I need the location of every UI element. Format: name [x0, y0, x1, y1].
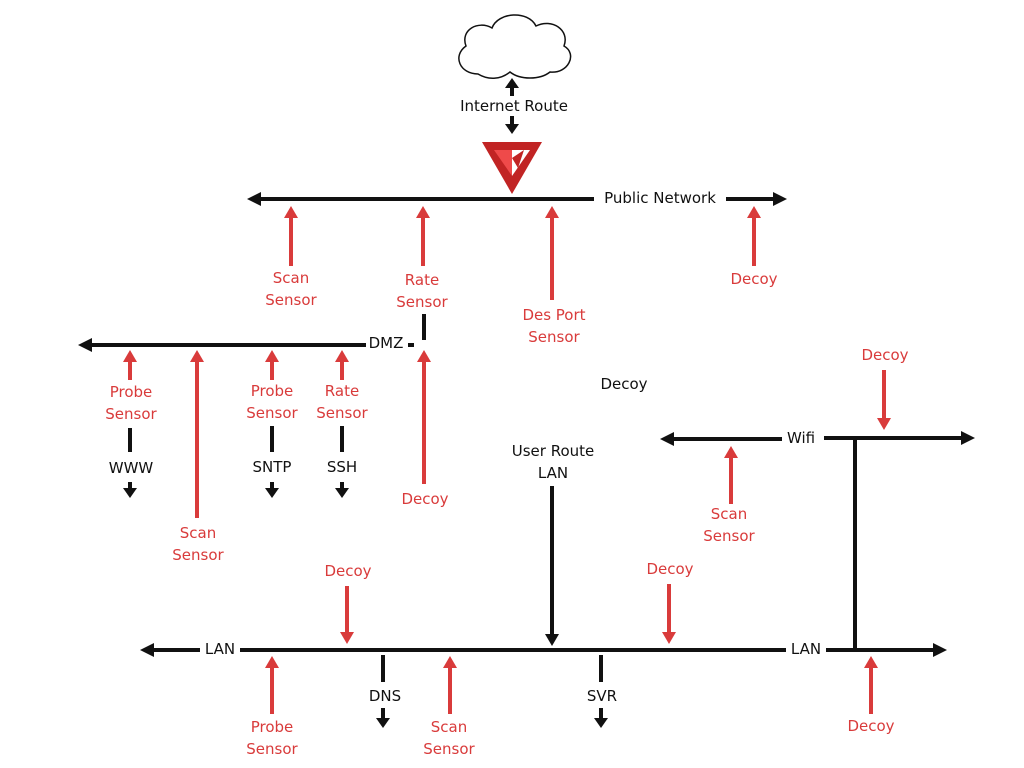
www-label: WWW — [109, 459, 154, 477]
dmz-scan-arrow — [190, 350, 204, 518]
user-route-lan-label: LAN — [538, 464, 568, 482]
pub-rate-sensor-label: Rate — [405, 271, 439, 289]
dmz-decoy-arrow — [417, 350, 431, 484]
lan-line — [140, 643, 947, 657]
pub-decoy-label: Decoy — [730, 270, 777, 288]
internet-up-arrow — [505, 78, 519, 96]
lan-scan-sensor-label-2: Sensor — [423, 740, 475, 758]
lan-decoy-left-label: Decoy — [324, 562, 371, 580]
dmz-line — [78, 338, 414, 352]
lan-right-label: LAN — [791, 640, 821, 658]
sntp-down-arrow — [265, 482, 279, 498]
ssh-label: SSH — [327, 458, 357, 476]
lan-scan-sensor-label: Scan — [431, 718, 467, 736]
lan-decoy-right-label: Decoy — [646, 560, 693, 578]
wifi-scan-sensor-label-2: Sensor — [703, 527, 755, 545]
internet-down-arrow — [505, 116, 519, 134]
pub-rate-sensor-label-2: Sensor — [396, 293, 448, 311]
dmz-probe-www-arrow — [123, 350, 137, 380]
dns-down-arrow — [376, 708, 390, 728]
pub-rate-arrow — [416, 206, 430, 266]
pub-decoy-arrow — [747, 206, 761, 266]
pub-desport-sensor-label-2: Sensor — [528, 328, 580, 346]
sntp-label: SNTP — [253, 458, 292, 476]
lan-left-label: LAN — [205, 640, 235, 658]
lan-scan-arrow — [443, 656, 457, 714]
dmz-rate-ssh-label-2: Sensor — [316, 404, 368, 422]
dmz-decoy-label: Decoy — [401, 490, 448, 508]
wifi-decoy-label: Decoy — [861, 346, 908, 364]
pub-scan-arrow — [284, 206, 298, 266]
decoy-floating-label: Decoy — [600, 375, 647, 393]
lan-decoy-bottom-label: Decoy — [847, 717, 894, 735]
dmz-probe-www-label: Probe — [110, 383, 153, 401]
public-network-line — [247, 192, 787, 206]
dmz-rate-ssh-label: Rate — [325, 382, 359, 400]
lan-decoy-bottom-arrow — [864, 656, 878, 714]
svr-down-arrow — [594, 708, 608, 728]
wifi-label: Wifi — [787, 429, 815, 447]
user-route-label: User Route — [512, 442, 595, 460]
dmz-probe-www-label-2: Sensor — [105, 405, 157, 423]
dmz-probe-sntp-label: Probe — [251, 382, 294, 400]
pub-scan-sensor-label-2: Sensor — [265, 291, 317, 309]
dmz-scan-sensor-label-2: Sensor — [172, 546, 224, 564]
lan-probe-sensor-label: Probe — [251, 718, 294, 736]
cloud-icon — [458, 14, 572, 79]
dmz-probe-sntp-arrow — [265, 350, 279, 380]
wifi-decoy-arrow — [877, 370, 891, 430]
public-network-label: Public Network — [604, 189, 716, 207]
lan-decoy-left-arrow — [340, 586, 354, 644]
dmz-scan-sensor-label: Scan — [180, 524, 216, 542]
lan-probe-arrow — [265, 656, 279, 714]
svr-label: SVR — [587, 687, 617, 705]
pub-scan-sensor-label: Scan — [273, 269, 309, 287]
wifi-scan-sensor-label: Scan — [711, 505, 747, 523]
www-down-arrow — [123, 482, 137, 498]
dmz-rate-ssh-arrow — [335, 350, 349, 380]
pub-desport-arrow — [545, 206, 559, 300]
dmz-probe-sntp-label-2: Sensor — [246, 404, 298, 422]
pub-desport-sensor-label: Des Port — [522, 306, 585, 324]
ssh-down-arrow — [335, 482, 349, 498]
lan-probe-sensor-label-2: Sensor — [246, 740, 298, 758]
internet-route-label: Internet Route — [460, 97, 568, 115]
lan-decoy-right-arrow — [662, 584, 676, 644]
user-route-arrow — [545, 486, 559, 646]
wifi-scan-arrow — [724, 446, 738, 504]
wifi-line — [660, 431, 975, 446]
v-shield-logo-icon — [482, 142, 542, 194]
dns-label: DNS — [369, 687, 401, 705]
dmz-label: DMZ — [369, 334, 404, 352]
